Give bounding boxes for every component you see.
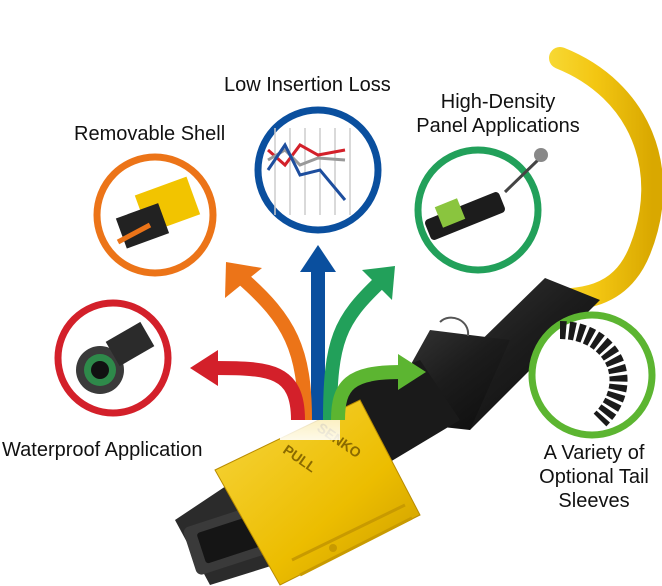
connector-housing — [214, 399, 421, 586]
feature-label-high-density-line1: High-Density — [440, 91, 556, 113]
arrow-lime — [331, 354, 426, 421]
waterproof-connector-icon — [54, 299, 172, 417]
tail-sleeve-icon — [528, 311, 656, 439]
feature-label-tail-sleeves-line2: Optional Tail — [539, 466, 649, 488]
feature-label-high-density-line2: Panel Applications — [416, 115, 580, 137]
feature-label-low-insertion-loss: Low Insertion Loss — [224, 74, 391, 96]
arrow-blue — [300, 245, 336, 420]
feature-label-waterproof: Waterproof Application — [2, 439, 203, 461]
low-loss-graph-icon — [254, 106, 382, 234]
removable-shell-icon — [93, 153, 217, 277]
arrow-orange — [225, 262, 312, 421]
feature-label-tail-sleeves: A Variety of Optional Tail Sleeves — [526, 441, 662, 513]
feature-label-high-density: High-Density Panel Applications — [404, 90, 592, 138]
high-density-connector-icon — [414, 146, 548, 274]
arrow-green — [323, 266, 395, 421]
feature-label-tail-sleeves-line3: Sleeves — [558, 490, 630, 512]
feature-label-removable-shell: Removable Shell — [74, 123, 226, 145]
feature-label-tail-sleeves-line1: A Variety of — [543, 442, 645, 464]
arrow-red — [190, 350, 305, 421]
